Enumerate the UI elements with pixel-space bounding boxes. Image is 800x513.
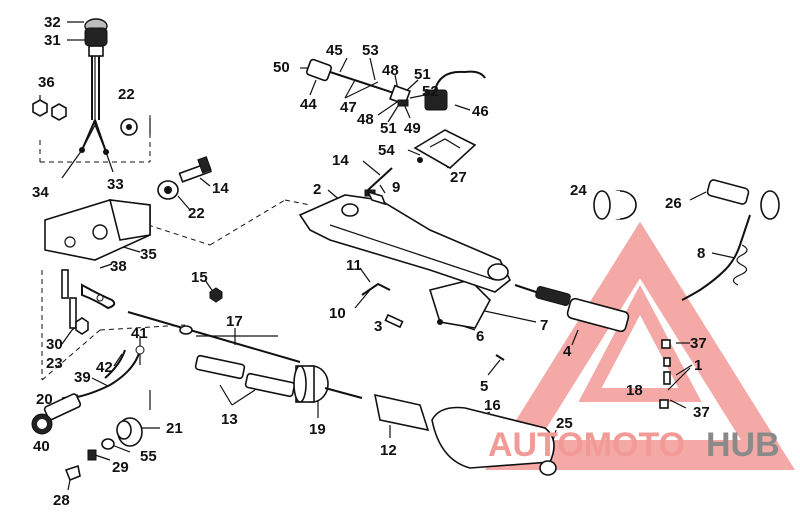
callout-46: 46 [472, 103, 489, 120]
callout-51: 51 [414, 66, 431, 83]
callout-37: 37 [693, 404, 710, 421]
callout-40: 40 [33, 438, 50, 455]
callout-4: 4 [563, 343, 572, 360]
callout-1: 1 [694, 357, 702, 374]
callout-2: 2 [313, 181, 321, 198]
callout-33: 33 [107, 176, 124, 193]
callout-3: 3 [374, 318, 382, 335]
callout-6: 6 [476, 328, 484, 345]
watermark-text-red: AUTOMOTO [488, 426, 685, 464]
callout-36: 36 [38, 74, 55, 91]
callout-5: 5 [480, 378, 488, 395]
callout-18: 18 [626, 382, 643, 399]
callout-48: 48 [357, 111, 374, 128]
callout-30: 30 [46, 336, 63, 353]
watermark-text: AUTOMOTO HUB [488, 426, 780, 464]
callout-31: 31 [44, 32, 61, 49]
watermark-text-grey: HUB [706, 426, 780, 464]
callout-17: 17 [226, 313, 243, 330]
callout-13: 13 [221, 411, 238, 428]
callout-15: 15 [191, 269, 208, 286]
callout-42: 42 [96, 359, 113, 376]
callout-47: 47 [340, 99, 357, 116]
parts-drawing [31, 18, 780, 482]
callout-22: 22 [118, 86, 135, 103]
callout-26: 26 [665, 195, 682, 212]
knob-body [84, 27, 108, 47]
callout-19: 19 [309, 421, 326, 438]
callout-49: 49 [404, 120, 421, 137]
callout-29: 29 [112, 459, 129, 476]
callout-24: 24 [570, 182, 587, 199]
callout-55: 55 [140, 448, 157, 465]
callout-10: 10 [329, 305, 346, 322]
callout-21: 21 [166, 420, 183, 437]
callout-39: 39 [74, 369, 91, 386]
callout-20: 20 [36, 391, 53, 408]
callout-32: 32 [44, 14, 61, 31]
callout-16: 16 [484, 397, 501, 414]
callout-14: 14 [332, 152, 349, 169]
callout-9: 9 [392, 179, 400, 196]
callout-54: 54 [378, 142, 395, 159]
watermark-logo [484, 221, 796, 470]
callout-41: 41 [131, 325, 148, 342]
callout-45: 45 [326, 42, 343, 59]
callout-50: 50 [273, 59, 290, 76]
callout-22: 22 [188, 205, 205, 222]
callout-53: 53 [362, 42, 379, 59]
callout-37: 37 [690, 335, 707, 352]
callout-34: 34 [32, 184, 49, 201]
callout-11: 11 [346, 257, 362, 274]
callout-7: 7 [540, 317, 548, 334]
callout-44: 44 [300, 96, 317, 113]
callout-labels: 32 31 36 22 34 33 14 22 35 38 15 30 23 4… [32, 14, 710, 509]
callout-27: 27 [450, 169, 467, 186]
callout-25: 25 [556, 415, 573, 432]
callout-51: 51 [380, 120, 397, 137]
callout-8: 8 [697, 245, 705, 262]
callout-38: 38 [110, 258, 127, 275]
callout-48: 48 [382, 62, 399, 79]
callout-14: 14 [212, 180, 229, 197]
callout-23: 23 [46, 355, 63, 372]
callout-28: 28 [53, 492, 70, 508]
callout-12: 12 [380, 442, 397, 459]
callout-35: 35 [140, 246, 157, 263]
callout-52: 52 [422, 83, 439, 100]
